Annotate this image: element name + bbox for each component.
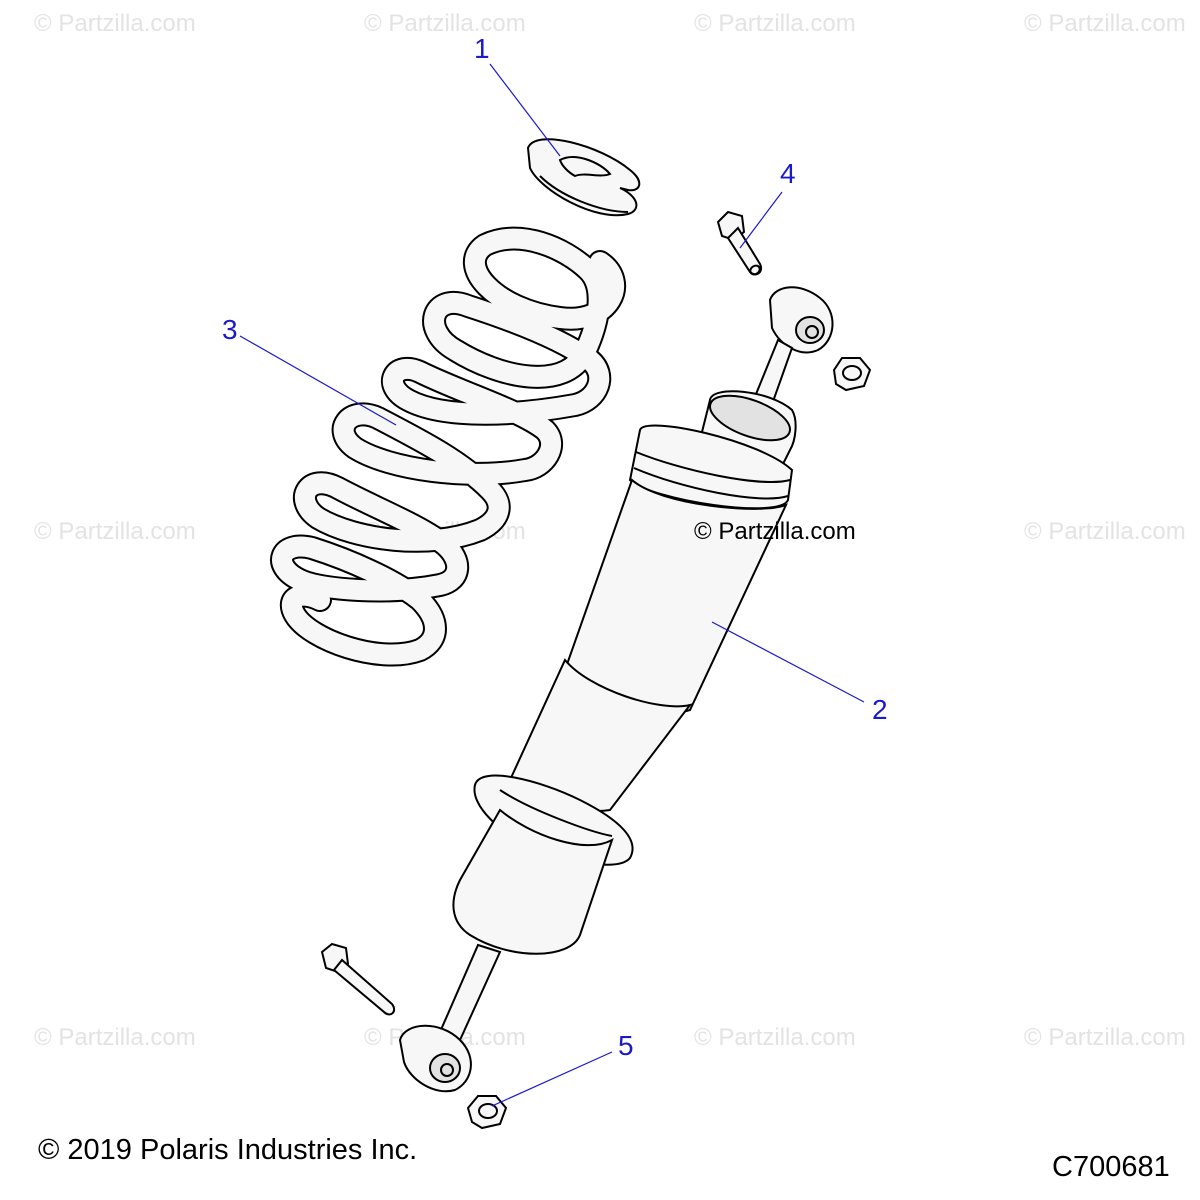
watermark: © Partzilla.com bbox=[34, 10, 196, 37]
leader-line-1 bbox=[489, 63, 561, 157]
lower-nut[interactable] bbox=[466, 1095, 508, 1130]
callout-4[interactable]: 4 bbox=[780, 158, 796, 189]
watermark: © Partzilla.com bbox=[694, 10, 856, 37]
watermark: © Partzilla.com bbox=[1024, 1024, 1186, 1051]
callout-5[interactable]: 5 bbox=[618, 1030, 634, 1061]
coil-spring[interactable] bbox=[270, 226, 627, 667]
upper-nut[interactable] bbox=[832, 357, 872, 392]
leader-line-2 bbox=[711, 621, 865, 703]
watermark: © Partzilla.com bbox=[34, 1024, 196, 1051]
leader-line-4 bbox=[739, 191, 783, 249]
leader-line-3 bbox=[239, 335, 397, 426]
center-watermark: © Partzilla.com bbox=[694, 518, 856, 545]
callout-2[interactable]: 2 bbox=[872, 694, 888, 725]
watermark: © Partzilla.com bbox=[34, 518, 196, 545]
watermark: © Partzilla.com bbox=[1024, 10, 1186, 37]
callout-3[interactable]: 3 bbox=[222, 314, 238, 345]
callout-1[interactable]: 1 bbox=[474, 33, 490, 64]
watermark: © Partzilla.com bbox=[1024, 518, 1186, 545]
upper-bolt[interactable] bbox=[716, 210, 762, 276]
diagram-code: C700681 bbox=[1052, 1151, 1170, 1183]
shock-absorber[interactable] bbox=[398, 286, 834, 1093]
watermark: © Partzilla.com bbox=[694, 1024, 856, 1051]
watermark: © Partzilla.com bbox=[364, 10, 526, 37]
lower-bolt[interactable] bbox=[320, 942, 396, 1016]
spring-retainer[interactable] bbox=[526, 138, 641, 217]
copyright-text: © 2019 Polaris Industries Inc. bbox=[38, 1134, 418, 1166]
leader-line-5 bbox=[491, 1051, 613, 1107]
